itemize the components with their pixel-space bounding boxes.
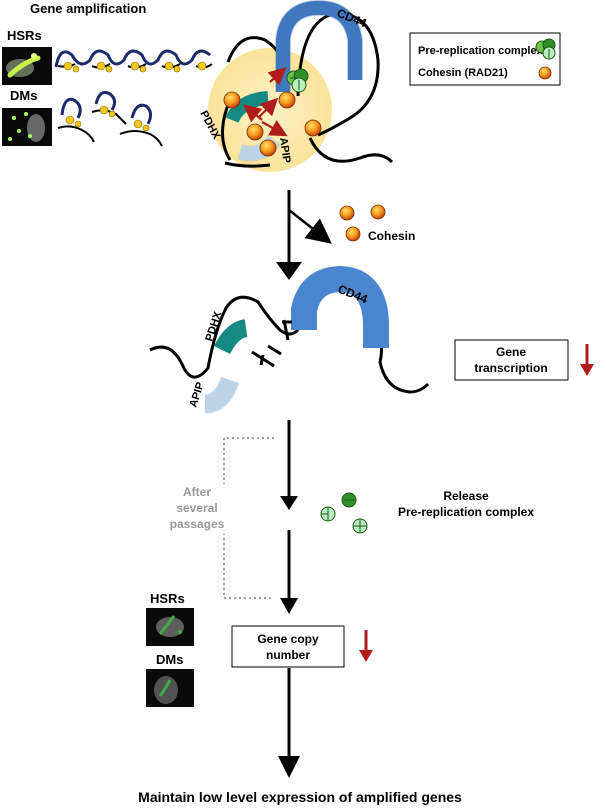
arrow-to-copy-number	[280, 530, 298, 614]
dm-micrograph	[2, 108, 52, 146]
hsr-chromatin-schematic	[54, 49, 213, 73]
released-pre-replication-complex	[320, 492, 368, 534]
gene-copy-number-box: Gene copy number	[231, 625, 345, 668]
interaction-arrows	[243, 67, 288, 137]
dm-label: DMs	[10, 88, 37, 103]
cohesin-ring	[259, 139, 277, 157]
copy-number-line1: Gene copy	[257, 632, 319, 646]
legend-prc-label: Pre-replication complex	[418, 45, 544, 57]
apip-label: APIP	[277, 137, 292, 164]
hsr-micrograph	[2, 47, 52, 85]
gene-transcription-box: Gene transcription	[454, 339, 569, 381]
prc-release-line1: Release	[443, 489, 489, 503]
released-cohesin	[370, 204, 386, 220]
cohesin-icon	[538, 66, 552, 80]
legend-cohesin-label: Cohesin (RAD21)	[418, 67, 508, 79]
cohesin-release-label: Cohesin	[368, 229, 415, 243]
pdhx-gene-segment	[213, 319, 248, 355]
released-cohesin	[345, 226, 361, 242]
gene-transcription-line2: transcription	[474, 361, 547, 375]
transcription-down-arrow	[580, 344, 594, 376]
cohesin-release-arrow	[276, 190, 332, 280]
passages-line3: passages	[170, 517, 225, 531]
prc-release-line2: Pre-replication complex	[398, 505, 534, 519]
cd44-gene-segment	[291, 265, 389, 348]
arrow-to-conclusion	[278, 668, 300, 778]
copy-hsr-label: HSRs	[150, 591, 185, 606]
copy-number-line2: number	[266, 648, 310, 662]
copy-hsr-micrograph	[146, 608, 194, 646]
passages-line2: several	[176, 501, 217, 515]
copy-number-down-arrow	[359, 630, 373, 662]
pre-replication-complex-bound	[286, 68, 309, 93]
passages-bracket	[164, 437, 274, 599]
hsr-label: HSRs	[7, 28, 42, 43]
legend-box: Pre-replication complex Cohesin (RAD21)	[409, 32, 561, 86]
cohesin-ring	[304, 119, 322, 137]
chromatin-loop-inactive: CD44 PDHX APIP	[149, 265, 430, 414]
cd44-gene-segment	[276, 0, 362, 92]
cohesin-ring	[223, 91, 241, 109]
gene-amplification-title: Gene amplification	[30, 1, 146, 16]
copy-dm-label: DMs	[156, 652, 183, 667]
copy-dm-micrograph	[146, 669, 194, 707]
apip-gene-segment	[204, 376, 239, 413]
passages-line1: After	[183, 485, 211, 499]
released-cohesin	[339, 205, 355, 221]
cohesin-ring	[278, 91, 296, 109]
arrow-to-release	[280, 420, 298, 510]
gene-transcription-line1: Gene	[496, 345, 526, 359]
pre-replication-complex-icon	[535, 38, 556, 60]
cohesin-ring	[246, 123, 264, 141]
dm-chromatin-schematic	[57, 90, 163, 147]
apip-label: APIP	[187, 381, 206, 409]
inhibition-symbols	[251, 319, 292, 368]
conclusion-text: Maintain low level expression of amplifi…	[138, 789, 462, 805]
chromatin-loop-active: CD44 PDHX APIP	[197, 0, 394, 172]
